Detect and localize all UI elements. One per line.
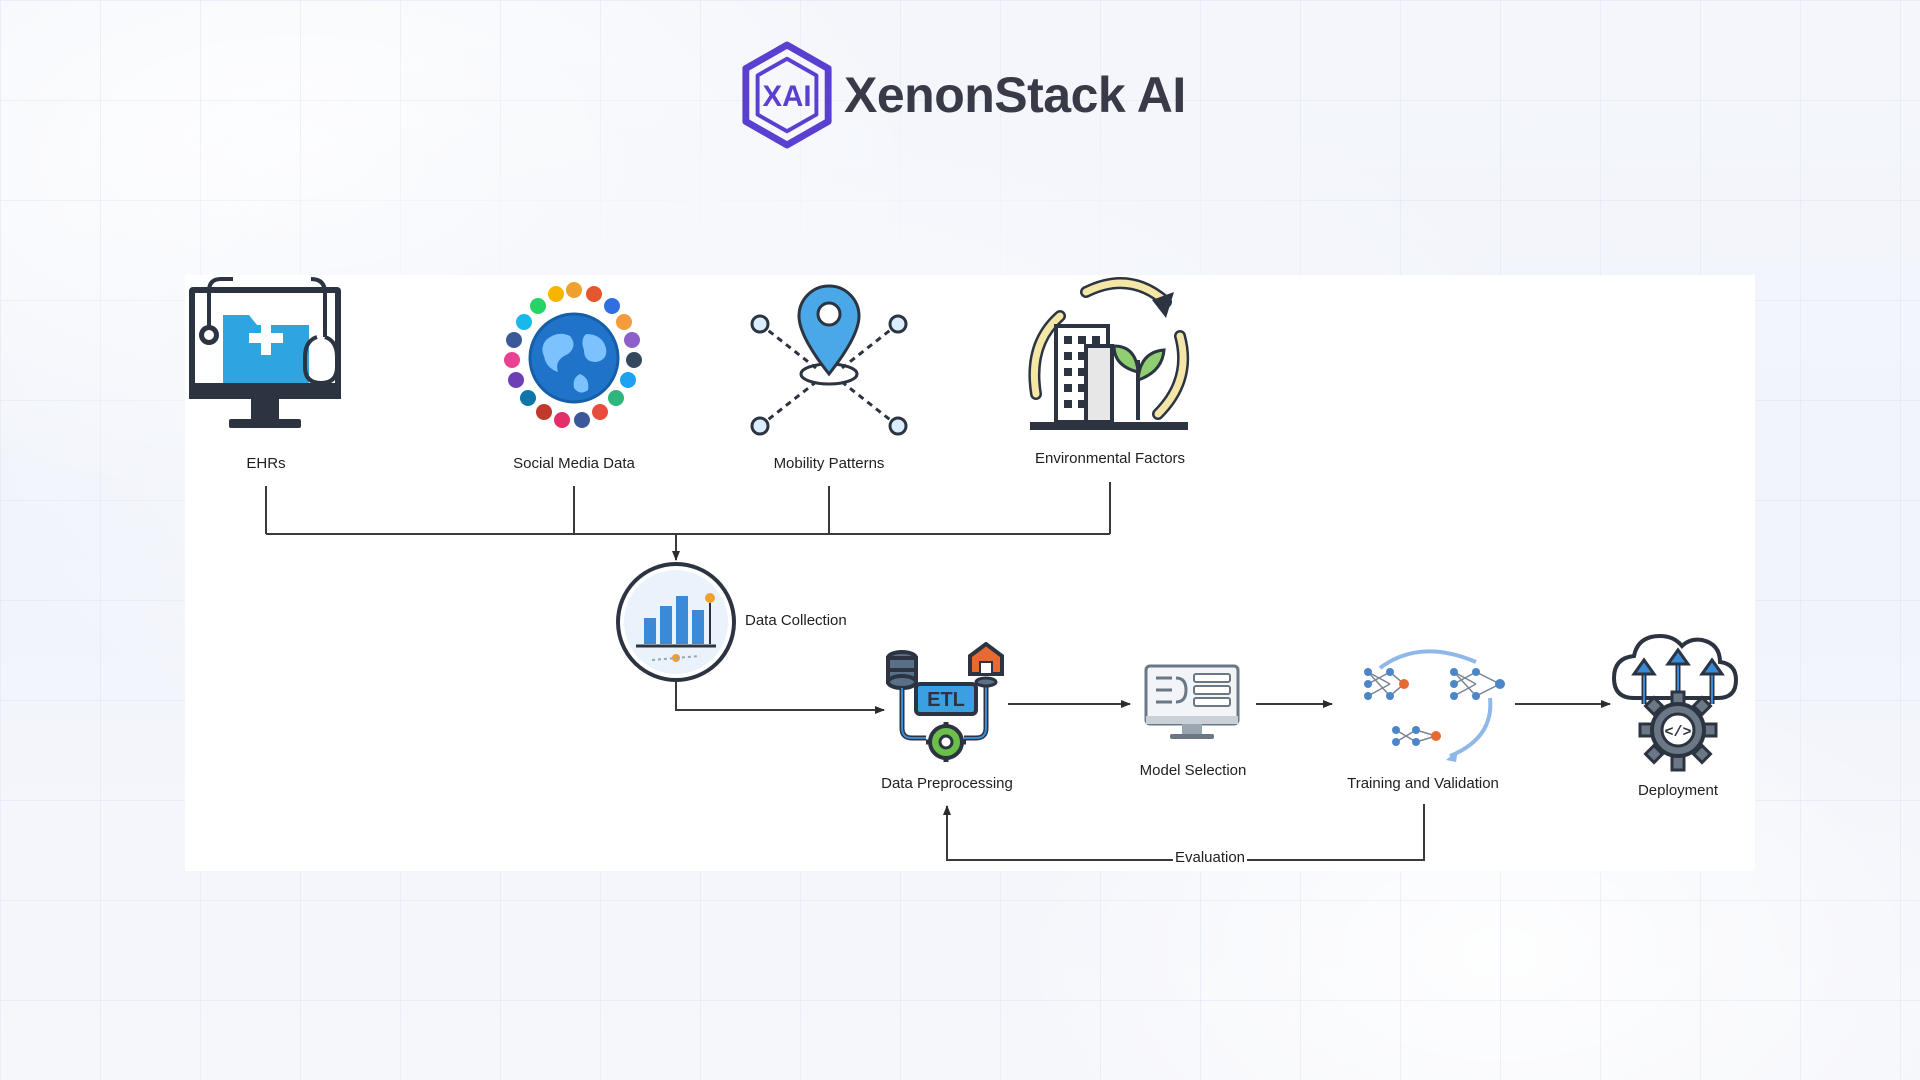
brand-logo[interactable]: XAI XenonStack AI: [738, 40, 1186, 150]
brand-name: XenonStack AI: [844, 67, 1186, 123]
chart-circle-icon: [616, 562, 736, 682]
source-label-environment: Environmental Factors: [1034, 450, 1186, 467]
social-globe-icon: [504, 282, 642, 428]
arrow-to-preprocessing: [675, 680, 885, 714]
collection-label: Data Collection: [745, 612, 847, 629]
etl-icon: ETL: [886, 642, 1004, 762]
cloud-gear-icon: </>: [1611, 634, 1739, 772]
step-label-preprocessing: Data Preprocessing: [881, 775, 1013, 792]
source-label-social-media: Social Media Data: [513, 455, 635, 472]
step-label-training: Training and Validation: [1347, 775, 1499, 792]
evaluation-label: Evaluation: [1172, 849, 1248, 867]
location-network-icon: [750, 284, 908, 436]
step-label-deployment: Deployment: [1637, 782, 1719, 799]
source-label-ehrs: EHRs: [246, 455, 286, 472]
diagram-panel: [185, 275, 1755, 871]
step-label-model-selection: Model Selection: [1139, 762, 1247, 779]
source-label-mobility: Mobility Patterns: [773, 455, 885, 472]
svg-text:</>: </>: [1664, 724, 1691, 741]
model-screen-icon: [1144, 664, 1240, 739]
xai-hexagon-icon: XAI: [742, 41, 832, 149]
medical-monitor-icon: [189, 277, 341, 428]
brand-mark-text: XAI: [763, 80, 812, 113]
environment-building-icon: [1028, 277, 1190, 430]
svg-text:ETL: ETL: [927, 689, 965, 711]
neural-network-icon: [1364, 649, 1505, 762]
